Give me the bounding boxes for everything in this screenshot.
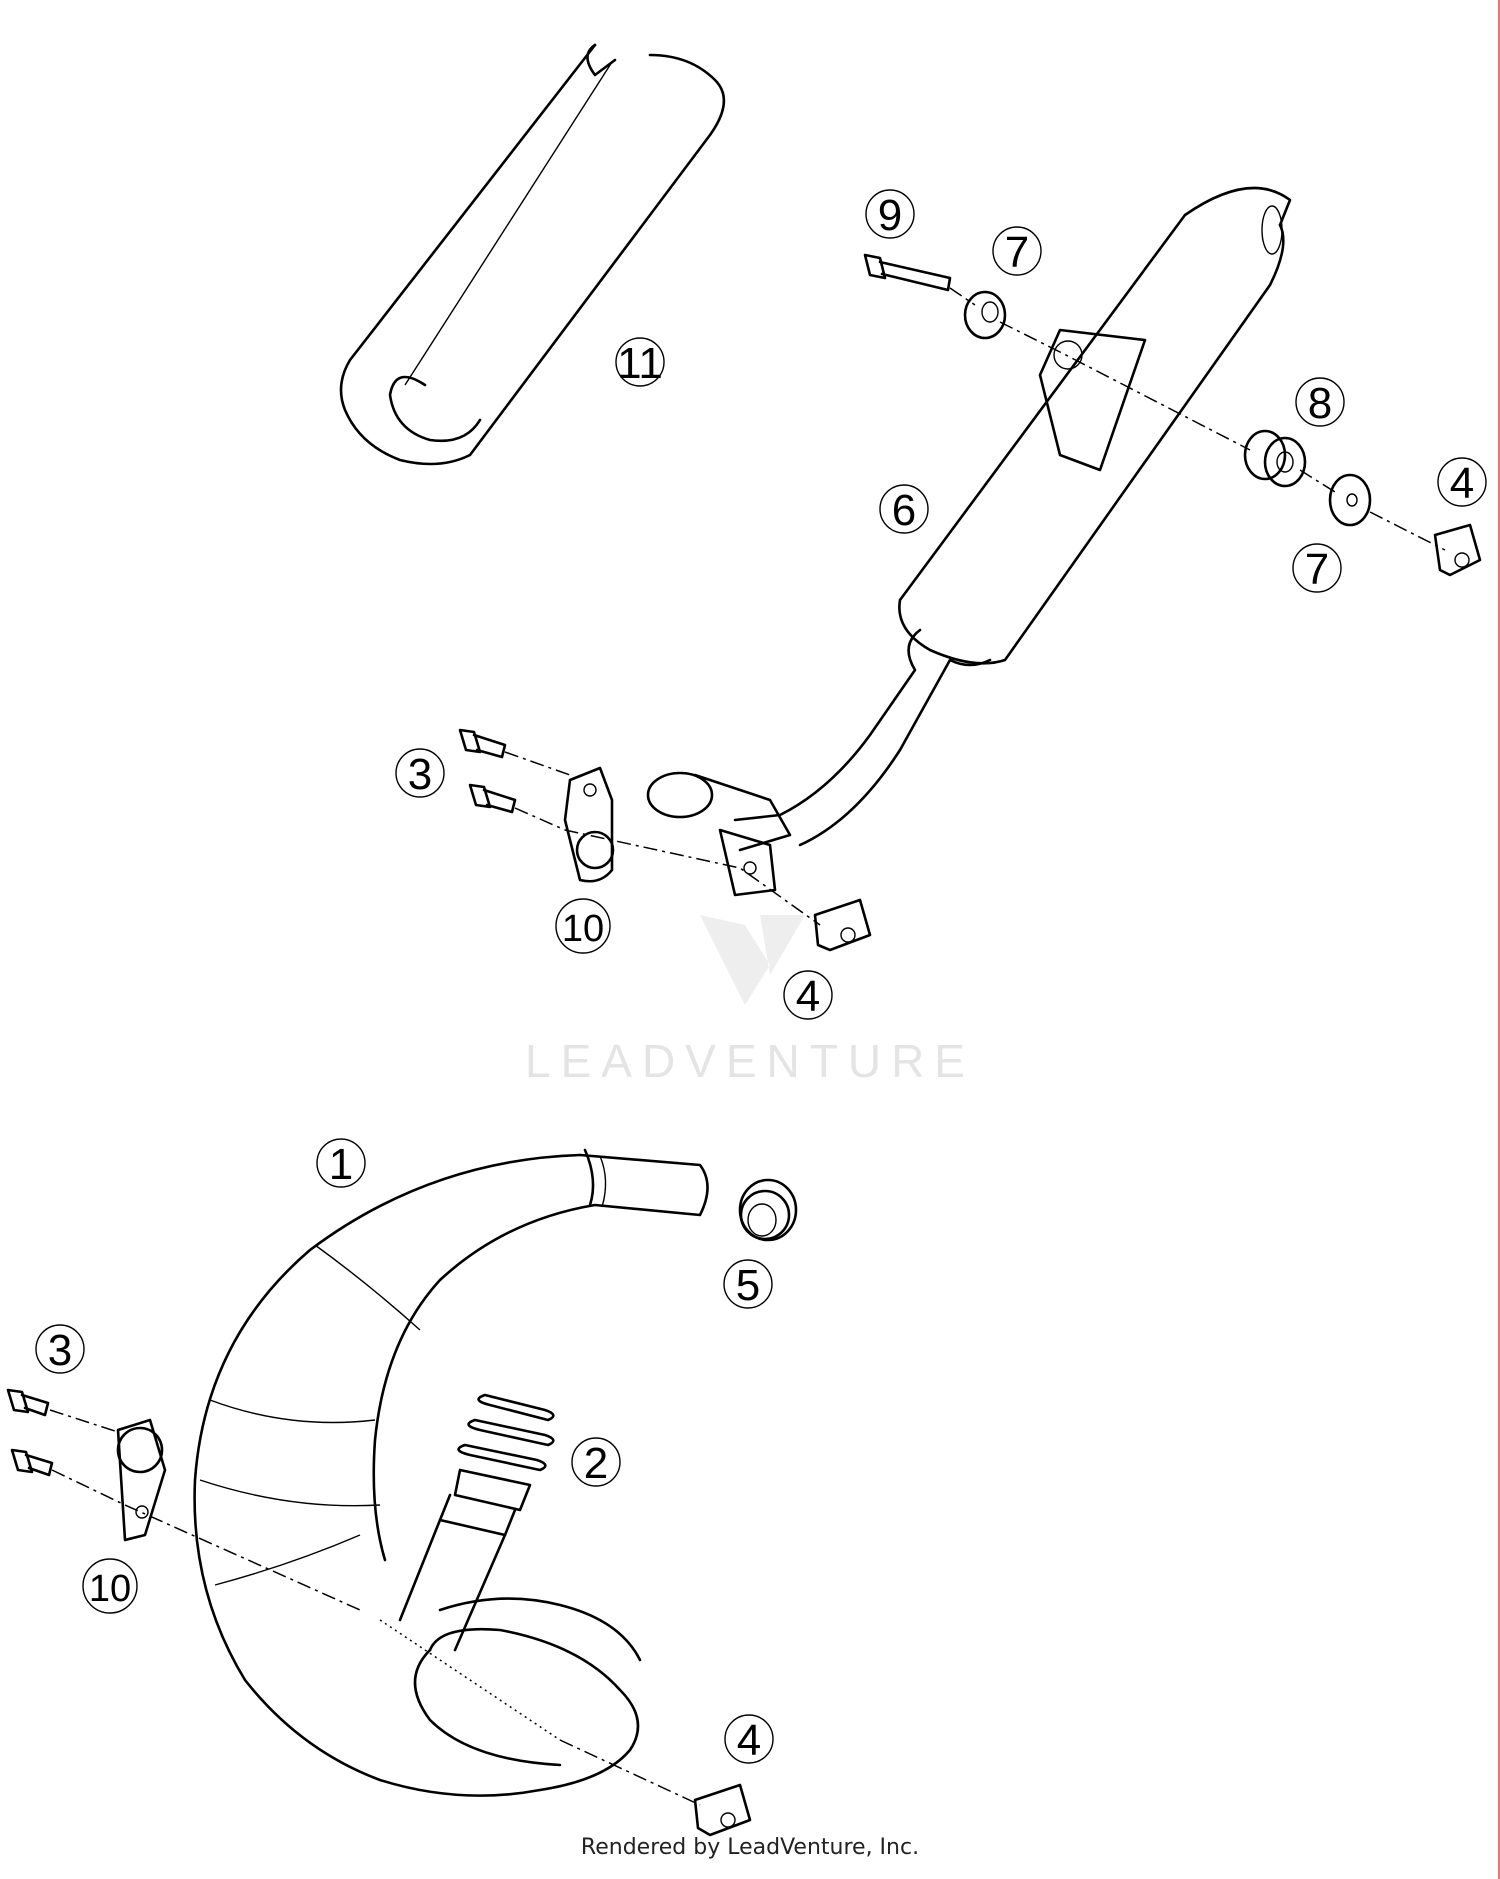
render-credit: Rendered by LeadVenture, Inc.: [580, 1835, 920, 1860]
part-6-silencer: [646, 186, 1292, 897]
svg-text:2: 2: [584, 1439, 608, 1488]
svg-text:4: 4: [796, 972, 820, 1021]
svg-text:10: 10: [562, 908, 604, 950]
svg-text:10: 10: [89, 1568, 131, 1610]
part-3-bolts-lower: [6, 1388, 54, 1477]
part-11-sleeve: [339, 43, 726, 466]
part-7-washer-lower: [1328, 473, 1372, 527]
callout-3-upper: 3: [395, 748, 445, 799]
svg-text:11: 11: [617, 339, 663, 388]
svg-text:4: 4: [737, 1716, 761, 1765]
part-10-bracket-upper: [563, 766, 615, 883]
callout-5: 5: [723, 1259, 773, 1310]
part-1-expansion-chamber: [193, 1148, 709, 1797]
svg-text:9: 9: [878, 191, 902, 240]
part-5-seal-ring: [738, 1178, 798, 1242]
svg-text:3: 3: [48, 1326, 72, 1375]
part-2-o-rings: [398, 1393, 555, 1652]
callout-1: 1: [316, 1138, 366, 1189]
callout-10-upper: 10: [555, 898, 611, 954]
part-9-bolt: [863, 253, 952, 292]
svg-text:7: 7: [1005, 228, 1029, 277]
svg-text:4: 4: [1450, 459, 1474, 508]
part-8-grommet: [1243, 429, 1307, 488]
watermark-text: LEADVENTURE: [525, 1035, 975, 1087]
page-edge-line: [1498, 0, 1500, 1879]
callout-8: 8: [1295, 377, 1345, 428]
part-4-clip-nut-lower: [693, 1783, 752, 1837]
callout-2: 2: [571, 1437, 621, 1488]
part-7-washer-upper: [963, 290, 1007, 340]
callout-11: 11: [615, 337, 665, 388]
part-3-bolts-upper: [458, 728, 517, 814]
svg-text:1: 1: [329, 1140, 353, 1189]
svg-text:7: 7: [1305, 545, 1329, 594]
svg-text:5: 5: [736, 1261, 760, 1310]
callout-6: 6: [879, 484, 929, 535]
watermark-logo: [700, 915, 805, 1005]
callout-4-upper: 4: [1437, 457, 1487, 508]
assembly-lines: [49, 287, 1446, 1806]
watermark: LEADVENTURE: [525, 915, 975, 1087]
callouts: 11 9 7 8 4 6 7 3: [35, 189, 1487, 1765]
part-4-clip-nut-upper: [1433, 523, 1482, 577]
callout-4-lower: 4: [724, 1714, 774, 1765]
svg-text:3: 3: [408, 750, 432, 799]
callout-7-lower: 7: [1292, 543, 1342, 594]
svg-text:8: 8: [1308, 379, 1332, 428]
part-4-clip-nut-middle: [813, 898, 872, 952]
callout-9: 9: [865, 189, 915, 240]
callout-3-lower: 3: [35, 1324, 85, 1375]
svg-text:6: 6: [892, 486, 916, 535]
callout-7-upper: 7: [992, 226, 1042, 277]
callout-4-middle: 4: [783, 970, 833, 1021]
part-10-bracket-lower: [116, 1418, 167, 1542]
callout-10-lower: 10: [82, 1558, 138, 1614]
